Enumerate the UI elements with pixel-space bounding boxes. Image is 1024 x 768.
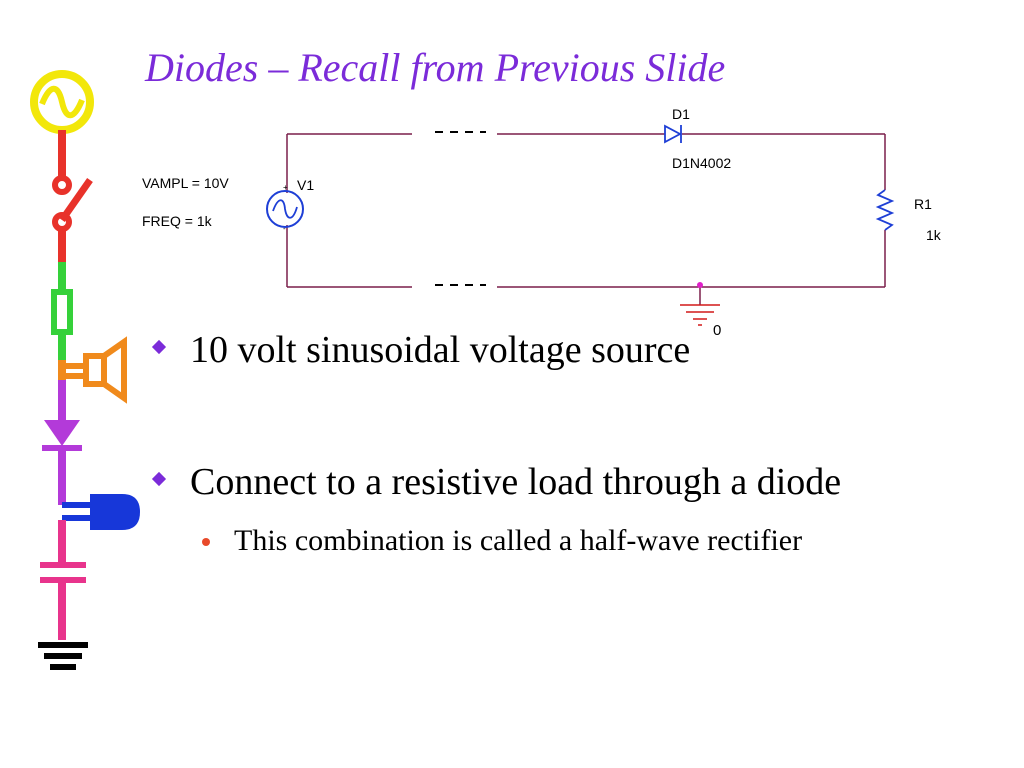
diode-icon	[42, 380, 82, 505]
ac-source-icon	[30, 70, 94, 134]
source-param-amplitude: VAMPL = 10V	[142, 175, 229, 191]
wire-break-dashes	[435, 131, 486, 286]
resistor-name-label: R1	[914, 196, 932, 212]
resistor-value-label: 1k	[926, 227, 942, 243]
svg-text:-: -	[283, 224, 286, 233]
source-name-label: V1	[297, 177, 314, 193]
sub-bullet-text: This combination is called a half-wave r…	[234, 524, 803, 557]
bullet-text: Connect to a resistive load through a di…	[190, 461, 842, 503]
plug-icon	[62, 494, 140, 530]
circuit-wires	[286, 133, 886, 305]
slide-title: Diodes – Recall from Previous Slide	[145, 45, 726, 90]
decorative-circuit-strip	[30, 70, 140, 670]
source-param-frequency: FREQ = 1k	[142, 213, 213, 229]
circuit-schematic: + - VAMPL = 10V FREQ = 1k V1 D1 D1N4002 …	[142, 106, 942, 339]
diode-model-label: D1N4002	[672, 155, 731, 171]
capacitor-icon	[40, 520, 86, 640]
diode-symbol	[664, 124, 682, 144]
svg-text:+: +	[283, 183, 288, 192]
ground-symbol	[680, 282, 720, 326]
ac-source-symbol: + -	[266, 183, 304, 233]
diode-name-label: D1	[672, 106, 690, 122]
bullet-diamond-icon	[151, 471, 167, 487]
bullet-dot-icon	[202, 538, 210, 546]
fuse-icon	[51, 262, 73, 360]
bullet-text: 10 volt sinusoidal voltage source	[190, 329, 691, 371]
ground-icon	[38, 642, 88, 670]
speaker-icon	[58, 336, 127, 404]
resistor-symbol	[875, 189, 895, 231]
ground-node-label: 0	[713, 322, 721, 339]
switch-icon	[52, 130, 93, 262]
